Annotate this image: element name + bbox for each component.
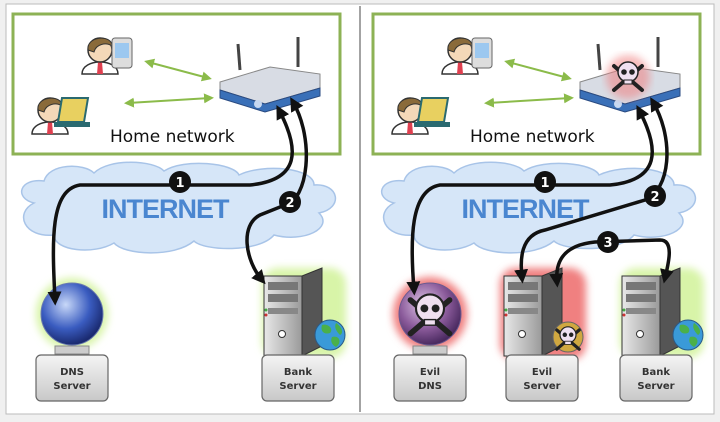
bank-server-label-line1: Bank xyxy=(642,367,670,378)
dns-server-label-line1: DNS xyxy=(60,367,84,378)
network-stand-icon xyxy=(54,345,90,355)
bank-server-label-line2: Server xyxy=(637,381,674,392)
bank-server-label-line1: Bank xyxy=(284,367,312,378)
evil-dns-label-line1: Evil xyxy=(420,367,440,378)
step3-arrow xyxy=(549,238,674,288)
globe-icon xyxy=(672,319,704,351)
home-network-label: Home network xyxy=(470,127,595,147)
evil-dns-label-line2: DNS xyxy=(418,381,442,392)
bank-server-tower-icon xyxy=(621,267,681,357)
globe-icon xyxy=(314,319,346,351)
dns-globe-icon xyxy=(40,282,104,346)
step-1-badge: 1 xyxy=(534,171,556,193)
step-3-badge: 3 xyxy=(597,231,619,253)
step-2-badge: 2 xyxy=(279,191,301,213)
person-with-phone-icon xyxy=(81,37,133,75)
wifi-link-arrow xyxy=(504,58,572,82)
evil-server-label-line1: Evil xyxy=(532,367,552,378)
svg-text:3: 3 xyxy=(603,236,612,251)
left-panel-normal: Home network INTERNET DNS Server Bank Se… xyxy=(11,12,346,402)
wifi-link-arrow xyxy=(124,93,214,108)
step-1-badge: 1 xyxy=(169,171,191,193)
compromised-router-icon xyxy=(578,35,682,114)
step-2-badge: 2 xyxy=(644,185,666,207)
svg-text:1: 1 xyxy=(540,176,549,191)
bank-server-label-line2: Server xyxy=(279,381,316,392)
internet-label: INTERNET xyxy=(102,194,231,224)
svg-text:2: 2 xyxy=(285,196,294,211)
home-network-label: Home network xyxy=(110,127,235,147)
bank-server-tower-icon xyxy=(263,267,323,357)
wifi-link-arrow xyxy=(144,58,212,82)
evil-server-label-line2: Server xyxy=(523,381,560,392)
svg-text:1: 1 xyxy=(175,176,184,191)
internet-label: INTERNET xyxy=(462,194,591,224)
person-with-phone-icon xyxy=(441,37,493,75)
dns-server-label-line2: Server xyxy=(53,381,90,392)
svg-text:2: 2 xyxy=(650,190,659,205)
network-stand-icon xyxy=(412,345,448,355)
right-panel-hijacked: Home network INTERNET Evil DNS Evil Serv… xyxy=(371,12,704,402)
evil-server-tower-icon xyxy=(503,267,563,357)
